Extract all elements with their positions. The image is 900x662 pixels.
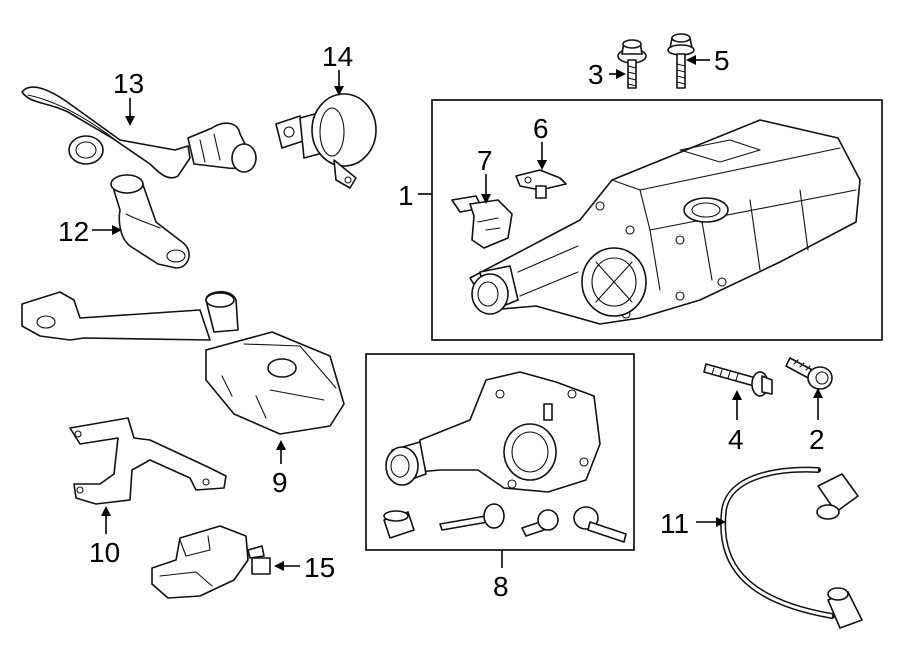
callout-14: 14 xyxy=(322,41,353,72)
callout-10: 10 xyxy=(89,537,120,568)
callout-8: 8 xyxy=(493,571,509,602)
callout-12: 12 xyxy=(58,216,89,247)
part-6-sensor-icon xyxy=(515,169,567,199)
part-8-bolt-b-icon xyxy=(521,509,559,537)
callout-9: 9 xyxy=(272,467,288,498)
callout-4: 4 xyxy=(728,424,744,455)
part-9-intercooler-pump-icon xyxy=(21,290,345,435)
callout-15: 15 xyxy=(304,552,335,583)
part-5-long-bolt-icon xyxy=(667,33,695,89)
callout-1: 1 xyxy=(398,180,414,211)
callout-13: 13 xyxy=(113,68,144,99)
part-12-hose-connector-icon xyxy=(110,174,190,269)
part-13-bypass-hose-icon xyxy=(21,86,257,179)
part-8-bolt-c-icon xyxy=(573,506,627,543)
part-15-pressure-sensor-icon xyxy=(151,525,271,599)
part-8-sleeve-icon xyxy=(383,510,415,539)
part-7-sensor-bracket-icon xyxy=(451,195,513,249)
part-1-frame xyxy=(431,99,883,341)
callout-7: 7 xyxy=(477,145,493,176)
part-3-flange-bolt-icon xyxy=(617,39,647,89)
part-8-bolt-a-icon xyxy=(439,503,505,531)
part-8-frame xyxy=(365,353,635,551)
part-10-mounting-bracket-icon xyxy=(69,417,227,505)
part-14-solenoid-actuator-icon xyxy=(275,93,377,189)
part-4-long-bolt-icon xyxy=(703,363,773,397)
callout-3: 3 xyxy=(588,59,604,90)
callout-5: 5 xyxy=(714,45,730,76)
callout-11: 11 xyxy=(660,508,689,539)
callout-6: 6 xyxy=(533,113,549,144)
part-8-housing-icon xyxy=(385,371,601,493)
leader-lines xyxy=(92,55,823,571)
part-1-supercharger-icon xyxy=(469,119,861,325)
callout-2: 2 xyxy=(809,424,825,455)
part-11-vacuum-hose-icon xyxy=(720,466,863,629)
part-2-flange-bolt-icon xyxy=(785,357,833,390)
